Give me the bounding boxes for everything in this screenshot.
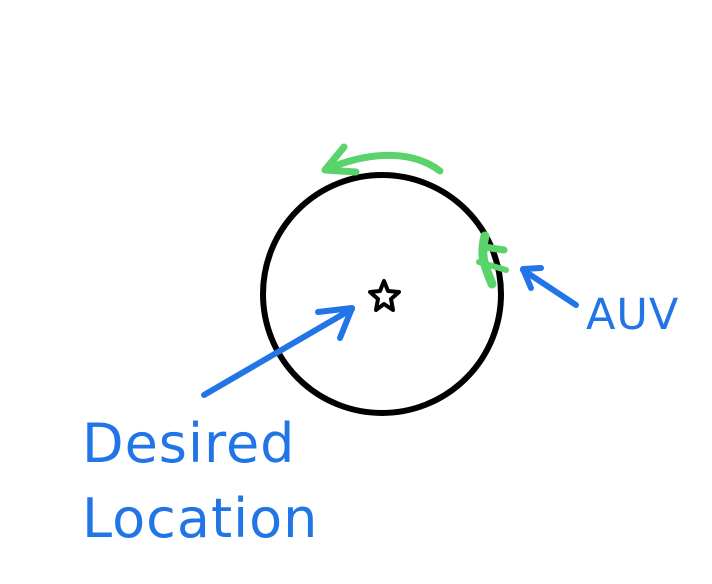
auv-icon (476, 231, 509, 289)
auv-label: AUV (586, 290, 679, 340)
auv-pointer-arrow (520, 265, 579, 308)
motion-direction-arrow (321, 143, 444, 176)
desired-location-pointer-arrow (201, 305, 355, 398)
orbit-circle (260, 172, 504, 416)
desired-location-label-line2: Location (82, 487, 318, 550)
desired-location-label-line1: Desired (82, 412, 295, 475)
star-icon (368, 279, 401, 312)
